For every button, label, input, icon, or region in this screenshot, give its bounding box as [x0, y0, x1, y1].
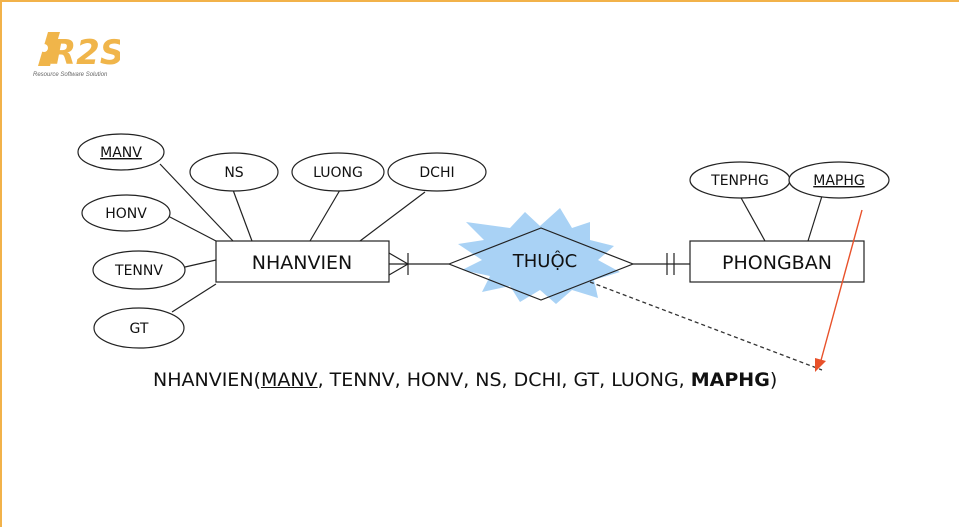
frame-top-border	[0, 0, 959, 2]
attr-tenphg: TENPHG	[710, 173, 769, 189]
schema-attributes: , TENNV, HONV, NS, DCHI, GT, LUONG,	[317, 369, 691, 391]
entity-phongban-box	[689, 240, 865, 283]
logo-text: R2S	[50, 33, 120, 73]
attr-manv-ellipse	[77, 133, 165, 171]
relationship-highlight-burst	[458, 208, 620, 304]
attr-tennv: TENNV	[114, 263, 163, 279]
frame-left-border	[0, 0, 2, 527]
arrowhead-red	[815, 358, 826, 372]
entity-phongban: PHONGBAN	[722, 252, 832, 274]
attr-dchi-ellipse	[387, 152, 487, 192]
schema-foreign-key: MAPHG	[690, 369, 770, 391]
attr-dchi: DCHI	[419, 165, 454, 181]
attr-tennv-ellipse	[92, 250, 186, 290]
r2s-logo: R2S	[38, 32, 120, 73]
attr-gt: GT	[130, 321, 149, 337]
schema-prefix: NHANVIEN(	[153, 369, 261, 391]
entity-nhanvien: NHANVIEN	[252, 252, 353, 274]
schema-primary-key: MANV	[260, 369, 318, 391]
relational-schema: NHANVIEN(MANV, TENNV, HONV, NS, DCHI, GT…	[153, 369, 777, 391]
logo-tagline: Resource Software Solution	[33, 72, 108, 78]
attr-honv: HONV	[105, 206, 147, 222]
attr-ns-ellipse	[189, 152, 279, 192]
attr-luong: LUONG	[313, 165, 363, 181]
relationship-diamond	[447, 227, 635, 301]
relationship-label: THUỘC	[512, 250, 577, 272]
attr-ns: NS	[224, 165, 243, 181]
attr-honv-ellipse	[81, 194, 171, 232]
attr-maphg: MAPHG	[813, 173, 864, 189]
attr-luong-ellipse	[291, 152, 385, 192]
attr-gt-ellipse	[93, 307, 185, 349]
attr-maphg-ellipse	[788, 161, 890, 199]
schema-suffix: )	[769, 369, 778, 391]
attr-manv: MANV	[100, 145, 142, 161]
entity-nhanvien-box	[215, 240, 390, 283]
